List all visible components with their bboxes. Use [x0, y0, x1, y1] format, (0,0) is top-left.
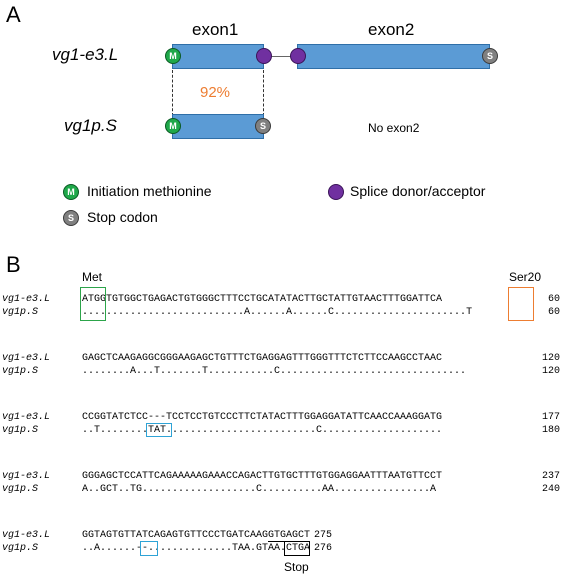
- no-exon2-label: No exon2: [368, 121, 420, 135]
- exon2-top: [297, 44, 490, 69]
- gap-box: [140, 541, 158, 556]
- identity-percent: 92%: [200, 84, 231, 101]
- initiation-marker-top: M: [165, 48, 181, 64]
- block5-bottom-seq: ..A......--..............TAA.GTAA.CTGA: [82, 543, 311, 554]
- ser20-codon-box: [508, 287, 534, 321]
- exon2-label: exon2: [368, 20, 415, 39]
- legend-stop-text: Stop codon: [87, 209, 158, 225]
- block2-top-num: 120: [542, 353, 561, 364]
- block2-bottom-seq: ........A...T.......T...........C.......…: [82, 366, 467, 377]
- block4-top-seq: GGGAGCTCCATTCAGAAAAAGAAACCAGACTTGTGCTTTG…: [82, 471, 443, 482]
- block3-bottom-name: vg1p.S: [2, 425, 39, 436]
- block4-top-num: 237: [542, 471, 561, 482]
- panel-b-label: B: [6, 252, 21, 277]
- exon1-label: exon1: [192, 20, 239, 39]
- dashed-connector-left: [172, 70, 173, 116]
- block1-bottom-num: 60: [548, 307, 561, 318]
- block5-top-name: vg1-e3.L: [2, 530, 51, 541]
- met-codon-box: [80, 287, 106, 321]
- block1-top-name: vg1-e3.L: [2, 294, 51, 305]
- block1-top-seq: ATGGTGTGGCTGAGACTGTGGGCTTTCCTGCATATACTTG…: [82, 294, 443, 305]
- initiation-marker-bottom: M: [165, 118, 181, 134]
- intron-line: [264, 56, 298, 57]
- legend-initiation-text: Initiation methionine: [87, 183, 212, 199]
- stop-marker-bottom: S: [255, 118, 271, 134]
- splice-donor-marker: [256, 48, 272, 64]
- block1-bottom-seq: ...........................A......A.....…: [82, 307, 473, 318]
- stop-label: Stop: [284, 560, 309, 574]
- block3-bottom-num: 180: [542, 425, 561, 436]
- block3-top-num: 177: [542, 412, 561, 423]
- block5-bottom-name: vg1p.S: [2, 543, 39, 554]
- block3-top-seq: CCGGTATCTCC---TCCTCCTGTCCCTTCTATACTTTGGA…: [82, 412, 443, 423]
- stop-marker-top: S: [482, 48, 498, 64]
- block3-top-name: vg1-e3.L: [2, 412, 51, 423]
- block2-bottom-name: vg1p.S: [2, 366, 39, 377]
- gene-top-name: vg1-e3.L: [52, 45, 119, 64]
- block5-top-num: 275: [314, 530, 333, 541]
- legend-initiation-icon: M: [63, 184, 79, 200]
- legend-splice-text: Splice donor/acceptor: [350, 183, 486, 199]
- block4-top-name: vg1-e3.L: [2, 471, 51, 482]
- exon1-bottom: [172, 114, 264, 139]
- met-label: Met: [82, 270, 103, 284]
- legend-splice-icon: [328, 184, 344, 200]
- block5-bottom-num: 276: [314, 543, 333, 554]
- block4-bottom-name: vg1p.S: [2, 484, 39, 495]
- legend-stop-icon: S: [63, 210, 79, 226]
- block2-bottom-num: 120: [542, 366, 561, 377]
- ser20-label: Ser20: [509, 270, 542, 284]
- block5-top-seq: GGTAGTGTTATCAGAGTGTTCCCTGATCAAGGTGAGCT: [82, 530, 311, 541]
- block1-bottom-name: vg1p.S: [2, 307, 39, 318]
- block4-bottom-num: 240: [542, 484, 561, 495]
- exon1-top: [172, 44, 264, 69]
- block4-bottom-seq: A..GCT..TG...................C..........…: [82, 484, 437, 495]
- block3-bottom-seq: ..T........TAT.........................C…: [82, 425, 443, 436]
- block2-top-seq: GAGCTCAAGAGGCGGGAAGAGCTGTTTCTGAGGAGTTTGG…: [82, 353, 443, 364]
- block1-top-num: 60: [548, 294, 561, 305]
- stop-codon-box: [284, 541, 310, 556]
- block2-top-name: vg1-e3.L: [2, 353, 51, 364]
- gene-bottom-name: vg1p.S: [64, 116, 117, 135]
- panel-a-label: A: [6, 2, 21, 27]
- dashed-connector-right: [263, 70, 264, 116]
- tat-insertion-box: [146, 423, 172, 437]
- splice-acceptor-marker: [290, 48, 306, 64]
